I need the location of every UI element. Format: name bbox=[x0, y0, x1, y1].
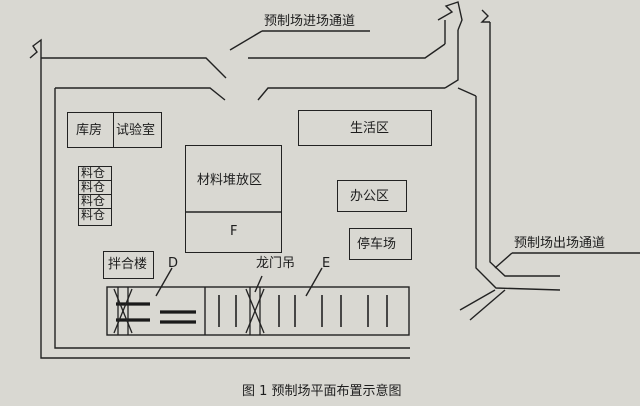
parking-area bbox=[349, 228, 412, 260]
exit-leader bbox=[494, 252, 513, 269]
living-area bbox=[298, 110, 432, 146]
warehouse-lab-block bbox=[67, 112, 162, 148]
silo-label: 料仓 bbox=[81, 180, 106, 194]
gantry-cross bbox=[113, 288, 133, 334]
material-yard-label: 材料堆放区 bbox=[197, 173, 263, 188]
letter-d: D bbox=[168, 256, 179, 271]
entrance-leader bbox=[229, 30, 263, 51]
parking-label: 停车场 bbox=[357, 237, 397, 252]
material-yard-letter: F bbox=[230, 224, 238, 239]
entrance-road-lower-left bbox=[55, 87, 226, 101]
silo-label: 料仓 bbox=[81, 208, 106, 222]
silo-divider bbox=[78, 180, 112, 181]
east-road-outer bbox=[489, 22, 560, 277]
warehouse-label: 库房 bbox=[76, 123, 103, 138]
silo-label: 料仓 bbox=[81, 194, 106, 208]
office-label: 办公区 bbox=[350, 189, 390, 204]
living-area-label: 生活区 bbox=[350, 121, 390, 136]
exit-road-ramp-upper bbox=[459, 289, 496, 311]
material-yard bbox=[185, 145, 282, 253]
gantry-leader bbox=[254, 275, 263, 293]
exit-road-ramp-lower bbox=[469, 289, 506, 321]
exit-break bbox=[480, 9, 490, 23]
east-road-inner bbox=[475, 96, 561, 291]
entrance-arm-left bbox=[444, 30, 459, 89]
entrance-road-label: 预制场进场通道 bbox=[264, 14, 356, 29]
site-boundary-inner bbox=[54, 88, 410, 349]
lab-label: 试验室 bbox=[116, 123, 156, 138]
warehouse-lab-divider bbox=[113, 112, 114, 148]
silo-block bbox=[78, 166, 112, 226]
gantry-cross bbox=[245, 288, 265, 334]
mixing-plant-label: 拌合楼 bbox=[108, 257, 148, 272]
entrance-road-lower-right bbox=[257, 87, 445, 101]
exit-road-label: 预制场出场通道 bbox=[514, 236, 606, 251]
north-road-right-connect bbox=[457, 87, 477, 97]
letter-e: E bbox=[322, 256, 331, 271]
figure-caption: 图 1 预制场平面布置示意图 bbox=[242, 384, 402, 399]
entrance-road-left-edge bbox=[41, 57, 227, 79]
top-break-line-left bbox=[29, 38, 42, 59]
office-area bbox=[337, 180, 407, 212]
silo-divider bbox=[78, 194, 112, 195]
site-boundary-outer bbox=[40, 58, 410, 359]
silo-label: 料仓 bbox=[81, 166, 106, 180]
mixing-plant bbox=[103, 251, 154, 279]
precast-yard bbox=[106, 286, 410, 336]
entrance-road-upper-right bbox=[248, 43, 446, 59]
d-leader bbox=[155, 267, 173, 297]
gantry-crane-label: 龙门吊 bbox=[256, 256, 296, 271]
silo-divider bbox=[78, 208, 112, 209]
entrance-break-top bbox=[437, 1, 463, 31]
e-leader bbox=[305, 267, 323, 297]
